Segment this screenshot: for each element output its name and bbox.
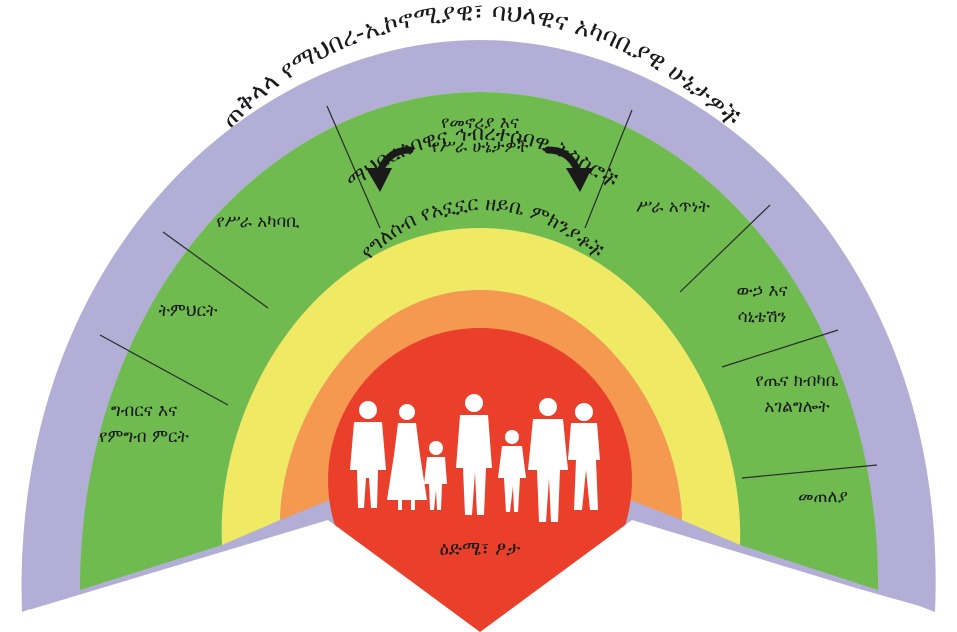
divider-line <box>162 231 269 309</box>
living-working-label-line2: የሥራ ሁኔታዎች <box>432 137 529 157</box>
health-label-line2: አገልግሎት <box>764 397 830 417</box>
divider-line <box>741 464 878 479</box>
divider-line <box>99 334 229 406</box>
base-cutout <box>0 520 480 632</box>
sector-dividers <box>99 105 878 479</box>
person-silhouette <box>456 394 492 515</box>
green-band <box>80 92 879 590</box>
person-silhouette <box>528 398 568 522</box>
orange-ring <box>280 290 682 520</box>
divider-line <box>326 105 381 229</box>
base-cutout-right <box>480 520 957 632</box>
health-label-line1: የጤና ክብካቤ <box>755 371 838 391</box>
work-environment-label: የሥራ አካባቢ <box>216 212 300 232</box>
divider-line <box>584 109 633 229</box>
yellow-ring <box>221 228 741 545</box>
person-silhouette <box>568 403 600 510</box>
person-silhouette <box>498 430 526 512</box>
divider-line <box>721 329 839 368</box>
living-working-label-line1: የመኖሪያ እና <box>441 113 519 133</box>
agriculture-label-line2: የምግብ ምርት <box>99 427 189 447</box>
core-label: ዕድሜ፣ ፆታ <box>439 538 521 560</box>
person-silhouette <box>350 401 386 508</box>
person-silhouette <box>424 441 447 510</box>
family-silhouette-icon <box>350 394 600 522</box>
housing-label: መጠለያ <box>798 487 848 507</box>
person-silhouette <box>387 404 427 510</box>
education-label: ትምህርት <box>159 301 218 321</box>
curved-arrow-left-icon <box>366 146 414 192</box>
unemployment-label: ሥራ አጥነት <box>636 197 710 217</box>
agriculture-label-line1: ግብርና እና <box>111 401 177 421</box>
divider-line <box>679 204 771 293</box>
water-label-line1: ውኃ እና <box>736 281 787 301</box>
water-label-line2: ሳኒቴሽን <box>738 307 787 327</box>
curved-arrow-right-icon <box>544 146 592 192</box>
